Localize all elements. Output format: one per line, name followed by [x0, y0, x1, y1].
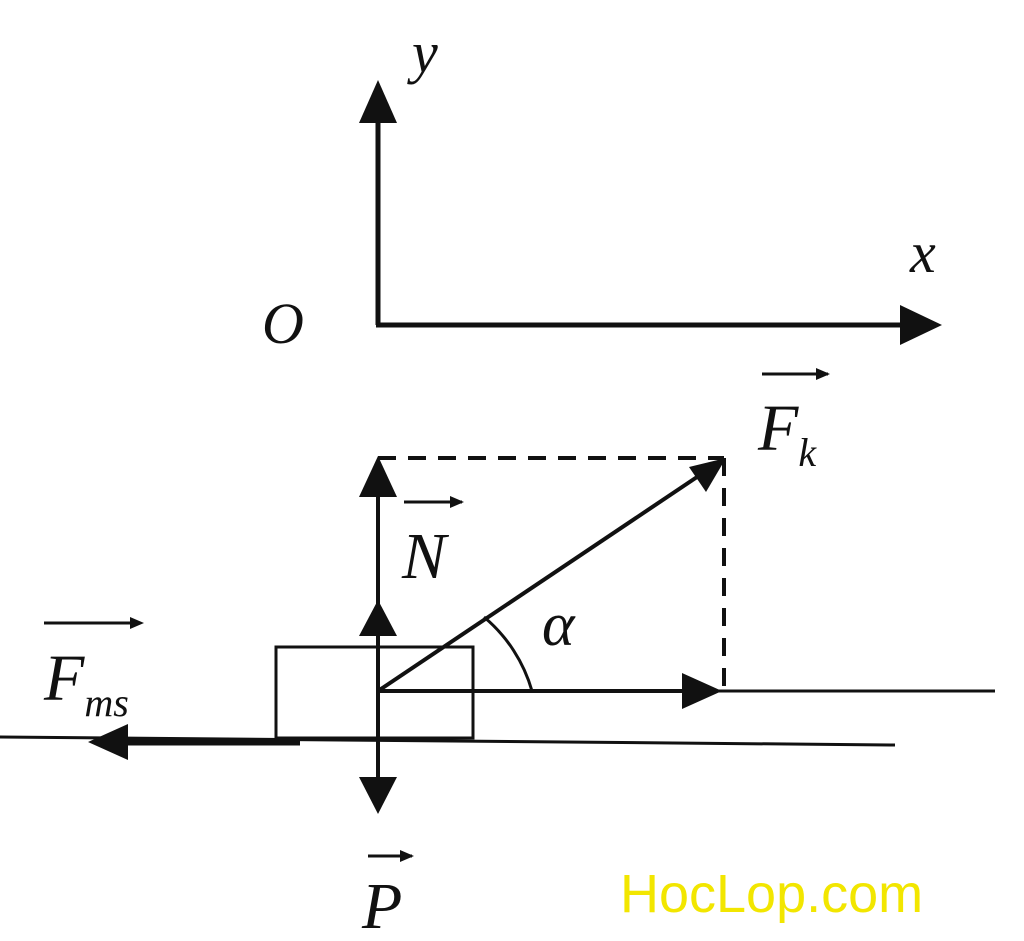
y-axis-arrowhead [359, 80, 397, 123]
ground-line [0, 735, 896, 747]
pull-force-label: Fk [757, 392, 817, 475]
component-construction [378, 456, 726, 690]
coordinate-axes: y x O [262, 20, 942, 356]
angle-arc [483, 615, 534, 692]
watermark: HocLop.com [620, 864, 923, 924]
vertical-component-arrowhead [359, 600, 397, 636]
x-axis-label: x [909, 220, 936, 285]
weight-force: P [359, 691, 414, 941]
angle-alpha: α [483, 591, 576, 692]
normal-force: N [359, 456, 464, 691]
friction-force: Fms [43, 617, 300, 760]
weight-force-vector-tip [400, 850, 414, 862]
pull-force-arrowhead [689, 458, 726, 492]
friction-force-arrowhead [88, 724, 128, 760]
horizontal-component [378, 673, 722, 709]
weight-force-label: P [361, 870, 402, 941]
normal-force-label: N [401, 520, 450, 593]
ground-surface [0, 689, 995, 747]
y-axis-label: y [407, 20, 438, 85]
origin-label: O [262, 291, 304, 356]
pull-force-vector-tip [816, 368, 830, 380]
angle-label: α [542, 591, 576, 659]
normal-force-vector-tip [450, 496, 464, 508]
pull-force-arrow [376, 473, 702, 693]
x-axis-arrowhead [900, 305, 942, 345]
horizontal-component-arrowhead [682, 673, 722, 709]
normal-force-arrowhead [359, 456, 397, 497]
weight-force-arrowhead [359, 777, 397, 814]
friction-force-label: Fms [43, 642, 129, 725]
pull-force: Fk [376, 368, 830, 693]
friction-force-vector-tip [130, 617, 144, 629]
